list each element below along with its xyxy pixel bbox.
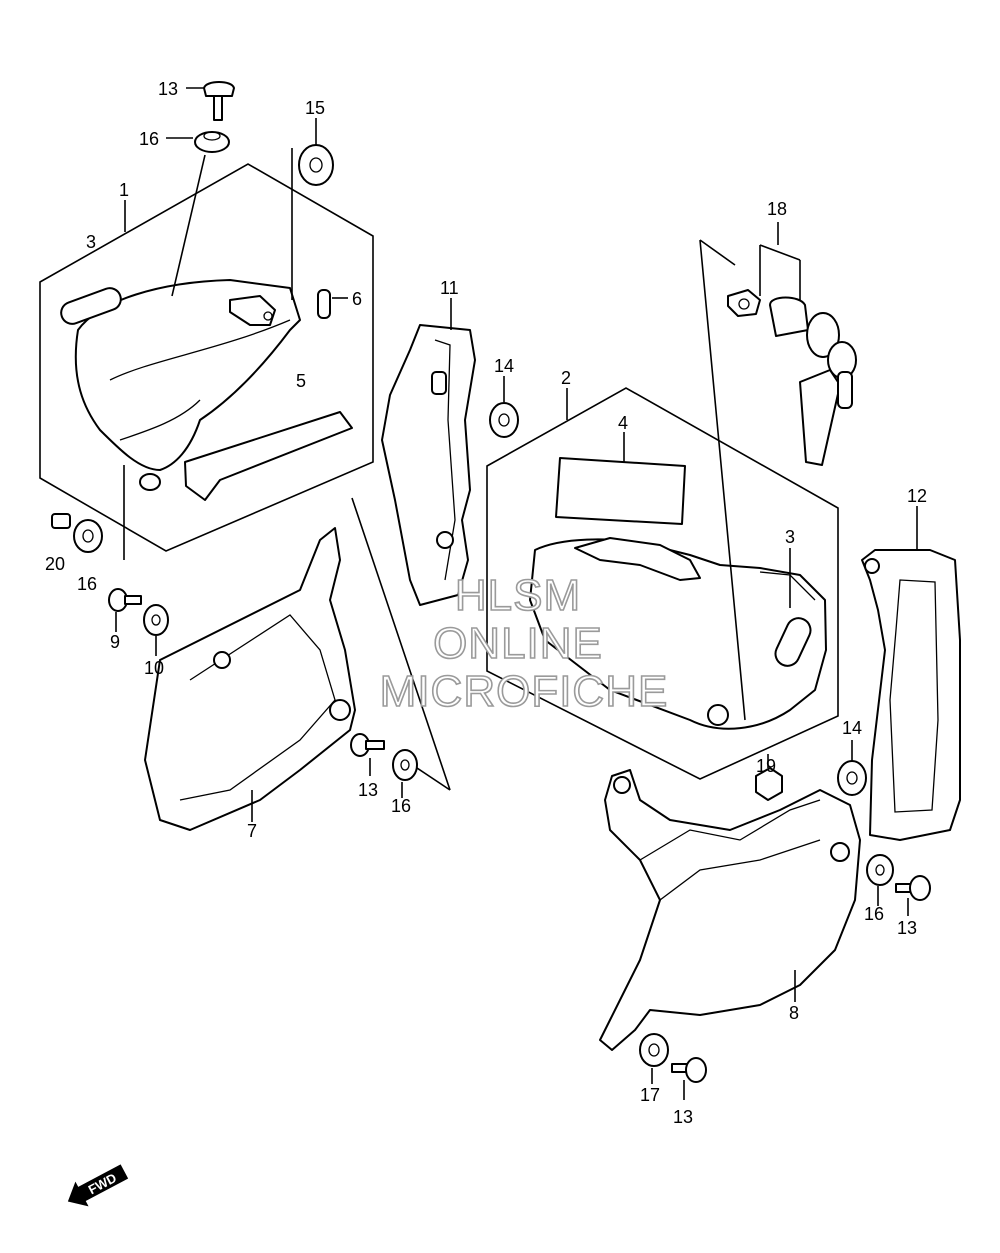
forward-arrow-icon: FWD xyxy=(67,1164,129,1207)
callout-18: 18 xyxy=(767,199,787,219)
part-13-bolt-right[interactable] xyxy=(895,875,931,901)
watermark-line-2: ONLINE xyxy=(433,619,603,668)
callout-13-bottom: 13 xyxy=(673,1107,693,1127)
part-6-pin[interactable] xyxy=(317,289,331,319)
callout-14-right: 14 xyxy=(842,718,862,738)
part-13-bolt-mid[interactable] xyxy=(350,733,385,757)
part-1-front-cover[interactable] xyxy=(74,279,301,491)
callout-16-mid: 16 xyxy=(391,796,411,816)
callout-17: 17 xyxy=(640,1085,660,1105)
callout-13-mid: 13 xyxy=(358,780,378,800)
part-5-plate[interactable] xyxy=(184,411,353,501)
callout-2: 2 xyxy=(561,368,571,388)
callout-13-top: 13 xyxy=(158,79,178,99)
callout-4: 4 xyxy=(618,413,628,433)
callout-16-left: 16 xyxy=(77,574,97,594)
callout-20: 20 xyxy=(45,554,65,574)
part-11-bracket[interactable] xyxy=(381,324,476,606)
part-3-emblem-right[interactable] xyxy=(772,614,815,669)
callout-14-left: 14 xyxy=(494,356,514,376)
part-3-emblem-left[interactable] xyxy=(58,285,124,327)
group-2-outline xyxy=(486,387,839,780)
group-1-outline xyxy=(39,163,374,552)
part-8-side-cover[interactable] xyxy=(599,769,861,1051)
callout-9: 9 xyxy=(110,632,120,652)
callout-1: 1 xyxy=(119,180,129,200)
part-2-side-cover[interactable] xyxy=(529,537,827,730)
callout-11: 11 xyxy=(440,278,459,298)
fwd-label: FWD xyxy=(86,1170,119,1197)
part-4-label[interactable] xyxy=(555,457,686,525)
callout-6: 6 xyxy=(352,289,362,309)
part-13-bolt-top[interactable] xyxy=(203,81,235,121)
part-7-frame-cover[interactable] xyxy=(144,527,356,831)
part-12-bracket[interactable] xyxy=(861,549,961,841)
part-16-washer-top[interactable] xyxy=(194,131,230,153)
part-19-grommet[interactable] xyxy=(755,767,783,801)
part-13-bolt-bottom[interactable] xyxy=(671,1057,707,1083)
part-15-grommet[interactable] xyxy=(298,144,334,186)
watermark-line-3: MICROFICHE xyxy=(380,667,669,716)
callout-12: 12 xyxy=(907,486,927,506)
callout-7: 7 xyxy=(247,821,257,841)
part-14-cushion-right[interactable] xyxy=(837,760,867,796)
part-20-nut[interactable] xyxy=(51,513,71,529)
part-17-collar[interactable] xyxy=(639,1033,669,1067)
watermark-line-1: HLSM xyxy=(455,571,581,620)
callout-19: 19 xyxy=(756,756,776,776)
part-14-cushion-left[interactable] xyxy=(489,402,519,438)
part-9-bolt[interactable] xyxy=(108,588,142,612)
callout-5: 5 xyxy=(296,371,306,391)
part-16-washer-left[interactable] xyxy=(73,519,103,553)
callout-8: 8 xyxy=(789,1003,799,1023)
callout-16-right: 16 xyxy=(864,904,884,924)
part-10-collar[interactable] xyxy=(143,604,169,636)
part-16-washer-right[interactable] xyxy=(866,854,894,886)
part-16-washer-mid[interactable] xyxy=(392,749,418,781)
callout-3-left: 3 xyxy=(86,232,96,252)
callout-15: 15 xyxy=(305,98,325,118)
callout-16-top: 16 xyxy=(139,129,159,149)
callout-3-right: 3 xyxy=(785,527,795,547)
callout-13-right: 13 xyxy=(897,918,917,938)
part-18-lock-set[interactable] xyxy=(727,289,857,466)
callout-10: 10 xyxy=(144,658,164,678)
